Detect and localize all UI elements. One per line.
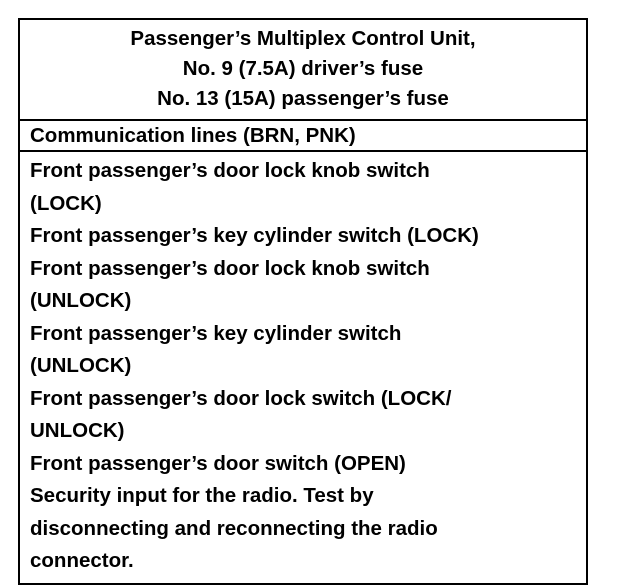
communication-lines-label: Communication lines (BRN, PNK) <box>30 124 356 147</box>
list-item-line: Front passenger’s key cylinder switch <box>30 321 402 345</box>
list-item-line: Front passenger’s door switch (OPEN) <box>30 451 406 475</box>
list-item-line: (UNLOCK) <box>30 354 132 377</box>
list-item-line: Security input for the radio. Test by <box>30 484 374 507</box>
list-item: Security input for the radio. Test by di… <box>30 480 578 578</box>
list-item: Front passenger’s door switch (OPEN) <box>30 448 578 481</box>
list-item-line: disconnecting and reconnecting the radio <box>30 516 438 540</box>
list-item-line: connector. <box>30 549 134 572</box>
list-item-line: (UNLOCK) <box>30 289 132 312</box>
list-item: Front passenger’s door lock knob switch … <box>30 155 578 220</box>
signal-description-list: Front passenger’s door lock knob switch … <box>20 152 586 583</box>
header-line-1: Passenger’s Multiplex Control Unit, <box>130 27 476 50</box>
list-item-line: (LOCK) <box>30 191 102 215</box>
list-item: Front passenger’s key cylinder switch (U… <box>30 318 578 383</box>
list-item: Front passenger’s door lock switch (LOCK… <box>30 383 578 448</box>
header-line-3: No. 13 (15A) passenger’s fuse <box>157 87 449 110</box>
spec-table: Passenger’s Multiplex Control Unit, No. … <box>18 18 588 585</box>
communication-lines-row: Communication lines (BRN, PNK) <box>20 121 586 152</box>
list-item-line: UNLOCK) <box>30 419 125 442</box>
list-item-line: Front passenger’s key cylinder switch (L… <box>30 224 479 247</box>
list-item: Front passenger’s door lock knob switch … <box>30 253 578 318</box>
page-root: Passenger’s Multiplex Control Unit, No. … <box>18 18 588 585</box>
list-item-line: Front passenger’s door lock switch (LOCK… <box>30 386 452 410</box>
list-item-line: Front passenger’s door lock knob switch <box>30 256 430 280</box>
list-item: Front passenger’s key cylinder switch (L… <box>30 220 578 253</box>
header-line-2: No. 9 (7.5A) driver’s fuse <box>182 57 424 80</box>
table-header-section: Passenger’s Multiplex Control Unit, No. … <box>20 20 586 121</box>
list-item-line: Front passenger’s door lock knob switch <box>30 159 430 182</box>
